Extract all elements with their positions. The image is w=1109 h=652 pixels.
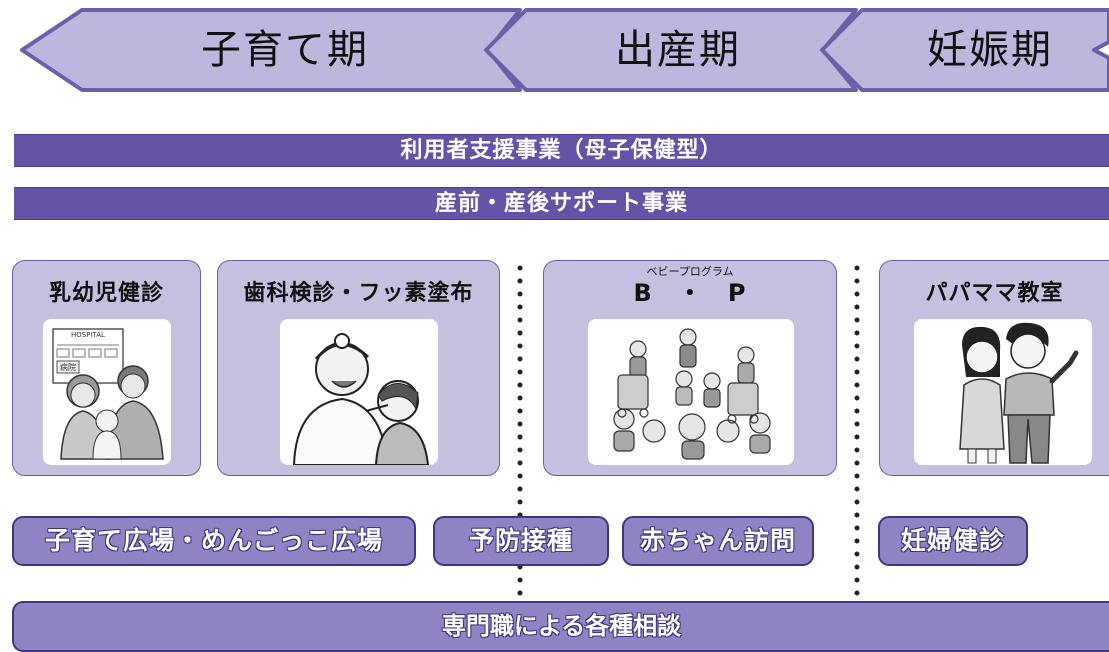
- dentist-illustration: [280, 319, 438, 465]
- family-hospital-illustration: HOSPITAL 病院: [43, 319, 171, 465]
- stage-label-childcare: 子育て期: [201, 27, 369, 73]
- pill-childcare-plaza: 子育て広場・めんごっこ広場: [12, 516, 416, 566]
- divider-childbirth-pregnancy: [854, 265, 860, 600]
- baby-program-title: B ・ P: [633, 279, 747, 307]
- couple-illustration: [914, 319, 1092, 465]
- user-support-bar: 利用者支援事業（母子保健型）: [14, 134, 1109, 167]
- hospital-door-text: 病院: [60, 362, 76, 372]
- pre-post-support-bar: 産前・産後サポート事業: [14, 187, 1109, 220]
- parents-class-title: パパママ教室: [925, 281, 1064, 306]
- card-baby-program: ベビープログラム B ・ P: [543, 260, 837, 476]
- hospital-sign-text: HOSPITAL: [71, 331, 105, 339]
- card-infant-checkup: 乳幼児健診 HOSPITAL 病院: [12, 260, 201, 476]
- dental-title: 歯科検診・フッ素塗布: [243, 281, 474, 306]
- pill-pregnancy-checkup: 妊婦健診: [878, 516, 1028, 566]
- stage-arrow-pregnancy: [820, 8, 1109, 92]
- stage-label-pregnancy: 妊娠期: [927, 27, 1053, 73]
- baby-program-ruby: ベビープログラム: [646, 265, 734, 278]
- pill-vaccination: 予防接種: [433, 516, 609, 566]
- pill-baby-visit: 赤ちゃん訪問: [622, 516, 814, 566]
- specialist-consultation-bar: 専門職による各種相談: [12, 601, 1109, 652]
- stage-arrows: [20, 8, 1109, 92]
- babies-illustration: [588, 319, 794, 465]
- infant-checkup-title: 乳幼児健診: [48, 281, 164, 306]
- card-dental: 歯科検診・フッ素塗布: [217, 260, 500, 476]
- card-parents-class: パパママ教室: [879, 260, 1109, 476]
- stage-label-childbirth: 出産期: [615, 27, 741, 73]
